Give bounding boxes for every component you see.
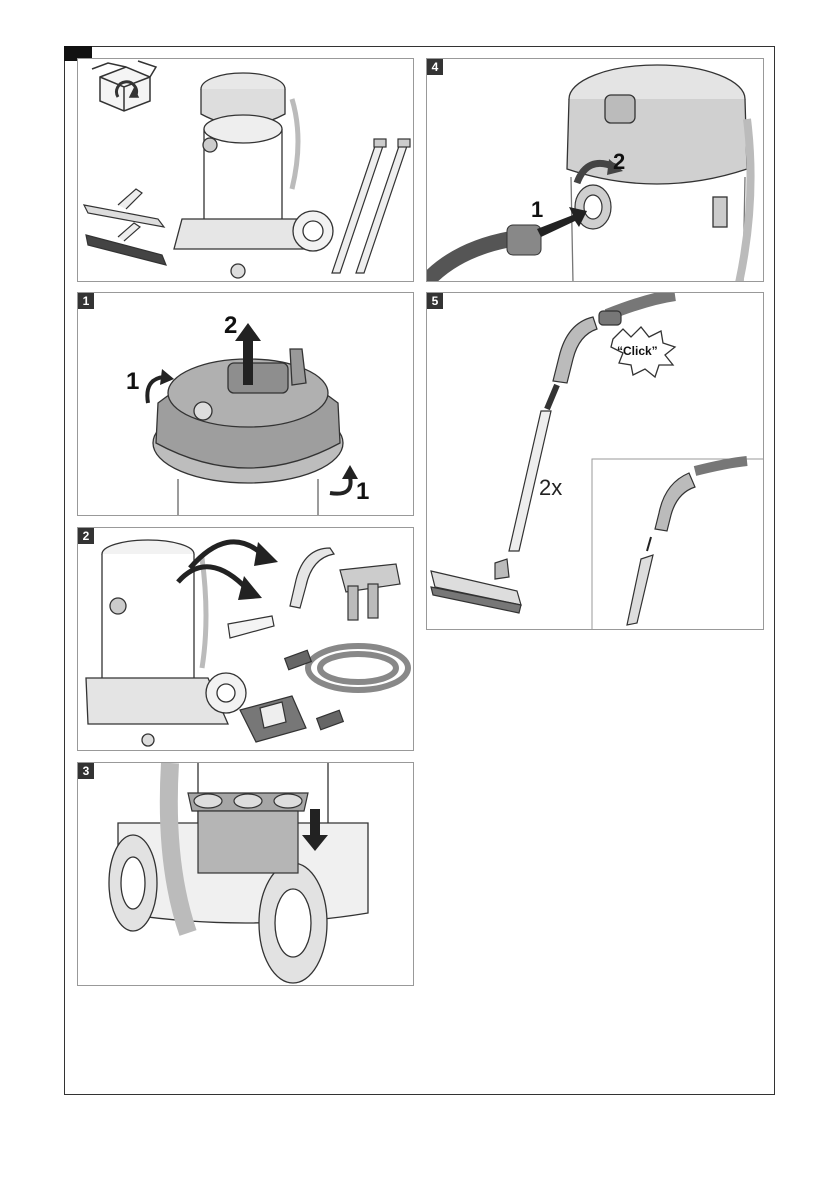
label-turn: 2 bbox=[613, 149, 625, 174]
step-number-badge: 4 bbox=[427, 59, 443, 75]
step-number-badge: 5 bbox=[427, 293, 443, 309]
step-number-badge: 1 bbox=[78, 293, 94, 309]
label-release-left: 1 bbox=[126, 368, 139, 395]
step-5-illustration: “Click” 2x bbox=[427, 293, 764, 630]
insert-arrow-icon bbox=[537, 207, 587, 237]
repeat-count: 2x bbox=[539, 475, 562, 500]
vacuum-top bbox=[567, 65, 751, 282]
hose bbox=[427, 239, 511, 281]
tool-holder bbox=[188, 793, 308, 873]
panel-overview bbox=[77, 58, 414, 282]
unpack-box-icon bbox=[92, 61, 156, 111]
label-lift-lid: 2 bbox=[224, 312, 237, 339]
step-1-illustration: 2 1 1 bbox=[78, 293, 414, 516]
step-3-illustration bbox=[78, 763, 414, 986]
click-label: “Click” bbox=[617, 344, 658, 358]
panel-step-2 bbox=[77, 527, 414, 751]
curved-arrow-right-icon bbox=[330, 477, 351, 494]
overview-illustration bbox=[78, 59, 414, 282]
panel-step-4: 1 2 bbox=[426, 58, 764, 282]
step-2-illustration bbox=[78, 528, 414, 751]
floor-nozzle bbox=[431, 559, 521, 613]
floor-nozzles bbox=[84, 189, 166, 265]
vacuum-body bbox=[174, 73, 333, 278]
step-number-badge: 3 bbox=[78, 763, 94, 779]
accessories bbox=[228, 548, 408, 742]
panel-step-1: 2 1 1 bbox=[77, 292, 414, 516]
step-number-badge: 2 bbox=[78, 528, 94, 544]
panel-step-3 bbox=[77, 762, 414, 986]
panel-step-5: “Click” 2x bbox=[426, 292, 764, 630]
step-4-illustration: 1 2 bbox=[427, 59, 764, 282]
extension-tubes bbox=[332, 139, 410, 273]
label-release-right: 1 bbox=[356, 478, 369, 505]
label-insert: 1 bbox=[531, 197, 543, 222]
crevice-nozzle bbox=[627, 461, 747, 625]
arrowhead-right-icon bbox=[342, 465, 358, 479]
